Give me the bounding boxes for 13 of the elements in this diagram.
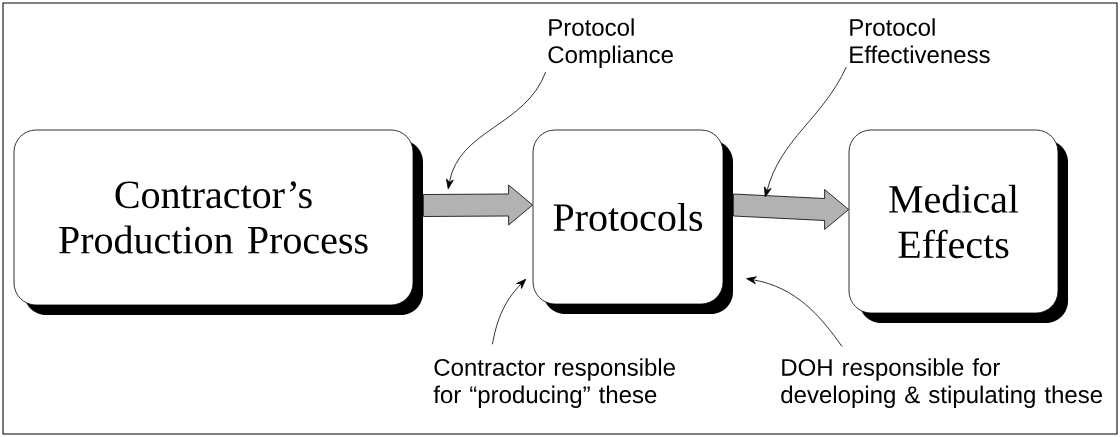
leader-line [746, 276, 843, 347]
block-arrow [733, 189, 849, 230]
block-arrow [423, 184, 533, 226]
annotation-text: Protocol Compliance [548, 18, 673, 68]
annotation-text: Contractor responsible for “producing” these [433, 358, 675, 408]
process-box: Contractor’s Production Process [13, 129, 423, 315]
leader-line [764, 66, 847, 198]
process-box: Medical Effects [848, 129, 1068, 323]
leader-line [446, 71, 547, 190]
annotation-text: DOH responsible for developing & stipulating these [781, 358, 1102, 408]
annotation-text: Protocol Effectiveness [850, 18, 990, 64]
leader-line [492, 278, 527, 345]
process-box: Protocols [532, 129, 733, 314]
